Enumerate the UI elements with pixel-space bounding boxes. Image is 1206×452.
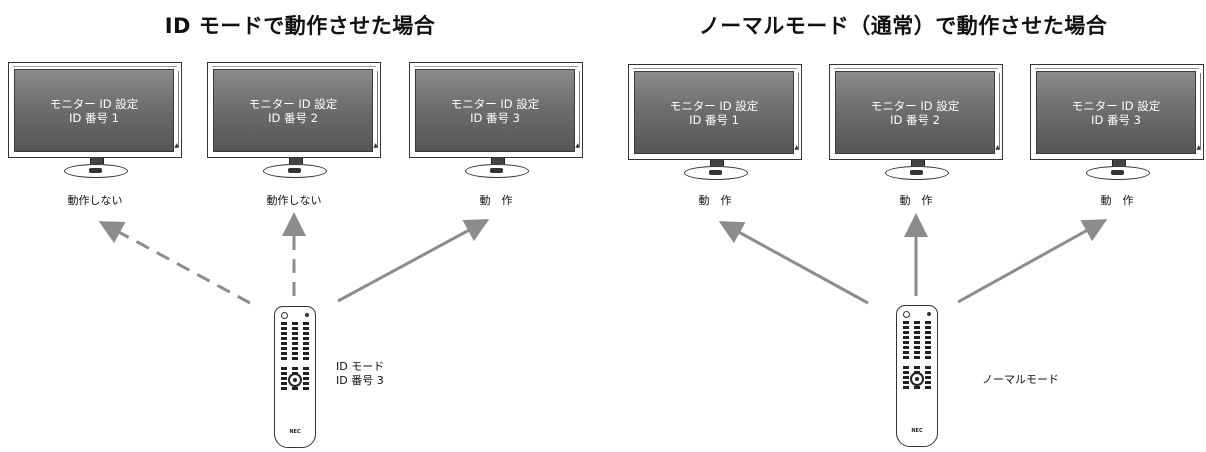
power-led-icon: ▲ [174,142,179,149]
power-led-icon: ▲ [575,142,580,149]
power-led-icon: ▲ [995,144,1000,151]
monitor-id-setting-label: モニター ID 設定 [49,97,139,111]
normal-mode-title: ノーマルモード（通常）で動作させた場合 [698,14,1108,38]
monitor-screen-text: モニター ID 設定 ID 番号 1 [635,99,793,127]
monitor-screen: モニター ID 設定 ID 番号 1 [634,71,794,154]
monitor-id-1: モニター ID 設定 ID 番号 1 ▲ [8,62,182,188]
monitor-screen: モニター ID 設定 ID 番号 3 [1036,71,1196,154]
signal-arrows [98,212,490,305]
monitor-id-number: ID 番号 3 [1091,113,1141,127]
remote-mode-line: ノーマルモード [982,373,1059,386]
monitor-status-label: 動 作 [899,194,933,207]
id-mode-title: ID モードで動作させた場合 [164,14,436,38]
monitor-id-number: ID 番号 2 [268,111,318,125]
monitor-stand [885,166,949,180]
monitor-id-2: モニター ID 設定 ID 番号 2 ▲ [829,64,1003,190]
remote-control: NEC [274,306,316,448]
monitor-id-setting-label: モニター ID 設定 [1071,99,1161,113]
power-button-icon [281,312,288,319]
monitor-status-label: 動作しない [266,194,322,207]
monitor-bezel: モニター ID 設定 ID 番号 2 ▲ [207,62,381,158]
power-led-icon: ▲ [373,142,378,149]
monitor-id-setting-label: モニター ID 設定 [870,99,960,113]
remote-brand-logo: NEC [289,429,301,435]
remote-id-line: ID 番号 3 [336,374,384,387]
monitor-status-label: 動 作 [479,194,513,207]
monitor-id-number: ID 番号 1 [69,111,119,125]
monitor-screen: モニター ID 設定 ID 番号 2 [835,71,995,154]
remote-mode-label: ID モード ID 番号 3 [336,360,384,388]
power-led-icon: ▲ [794,144,799,151]
signal-arrow-active [957,219,1108,304]
monitor-id-setting-label: モニター ID 設定 [450,97,540,111]
monitor-bezel: モニター ID 設定 ID 番号 3 ▲ [1030,64,1204,160]
monitor-id-setting-label: モニター ID 設定 [669,99,759,113]
monitor-status-label: 動作しない [67,194,123,207]
normal-mode-panel: ノーマルモード（通常）で動作させた場合 モニター ID 設定 ID 番号 1 ▲… [600,0,1206,452]
signal-arrow-active [718,221,869,305]
remote-dpad-icon [288,373,302,387]
power-led-icon: ▲ [1196,144,1201,151]
monitor-screen: モニター ID 設定 ID 番号 2 [213,69,373,152]
monitor-screen: モニター ID 設定 ID 番号 3 [415,69,575,152]
monitor-bezel: モニター ID 設定 ID 番号 1 ▲ [8,62,182,158]
id-mode-panel: ID モードで動作させた場合 モニター ID 設定 ID 番号 1 ▲ 動作しな… [0,0,600,452]
monitor-id-2: モニター ID 設定 ID 番号 2 ▲ [207,62,381,188]
monitor-status-label: 動 作 [698,194,732,207]
monitor-screen: モニター ID 設定 ID 番号 1 [14,69,174,152]
monitor-stand [64,164,128,178]
signal-arrow-active [337,219,490,303]
monitor-screen-text: モニター ID 設定 ID 番号 2 [836,99,994,127]
monitor-bezel: モニター ID 設定 ID 番号 2 ▲ [829,64,1003,160]
remote-mode-line: ID モード [336,360,385,373]
remote-control: NEC [896,305,938,447]
monitor-id-number: ID 番号 1 [689,113,739,127]
monitor-id-setting-label: モニター ID 設定 [248,97,338,111]
monitor-screen-text: モニター ID 設定 ID 番号 2 [214,97,372,125]
monitor-bezel: モニター ID 設定 ID 番号 1 ▲ [628,64,802,160]
monitor-id-1: モニター ID 設定 ID 番号 1 ▲ [628,64,802,190]
monitor-screen-text: モニター ID 設定 ID 番号 3 [1037,99,1195,127]
monitor-id-number: ID 番号 2 [890,113,940,127]
monitor-screen-text: モニター ID 設定 ID 番号 1 [15,97,173,125]
monitor-id-3: モニター ID 設定 ID 番号 3 ▲ [1030,64,1204,190]
monitor-status-label: 動 作 [1100,194,1134,207]
monitor-screen-text: モニター ID 設定 ID 番号 3 [416,97,574,125]
signal-arrow-blocked [98,221,251,305]
monitor-stand [465,164,529,178]
monitor-stand [263,164,327,178]
monitor-id-number: ID 番号 3 [470,111,520,125]
remote-mode-label: ノーマルモード [982,373,1059,387]
monitor-bezel: モニター ID 設定 ID 番号 3 ▲ [409,62,583,158]
remote-dpad-icon [910,372,924,386]
monitor-stand [1086,166,1150,180]
remote-brand-logo: NEC [911,428,923,434]
monitor-stand [684,166,748,180]
power-button-icon [903,311,910,318]
signal-arrows [718,213,1108,305]
monitor-id-3: モニター ID 設定 ID 番号 3 ▲ [409,62,583,188]
